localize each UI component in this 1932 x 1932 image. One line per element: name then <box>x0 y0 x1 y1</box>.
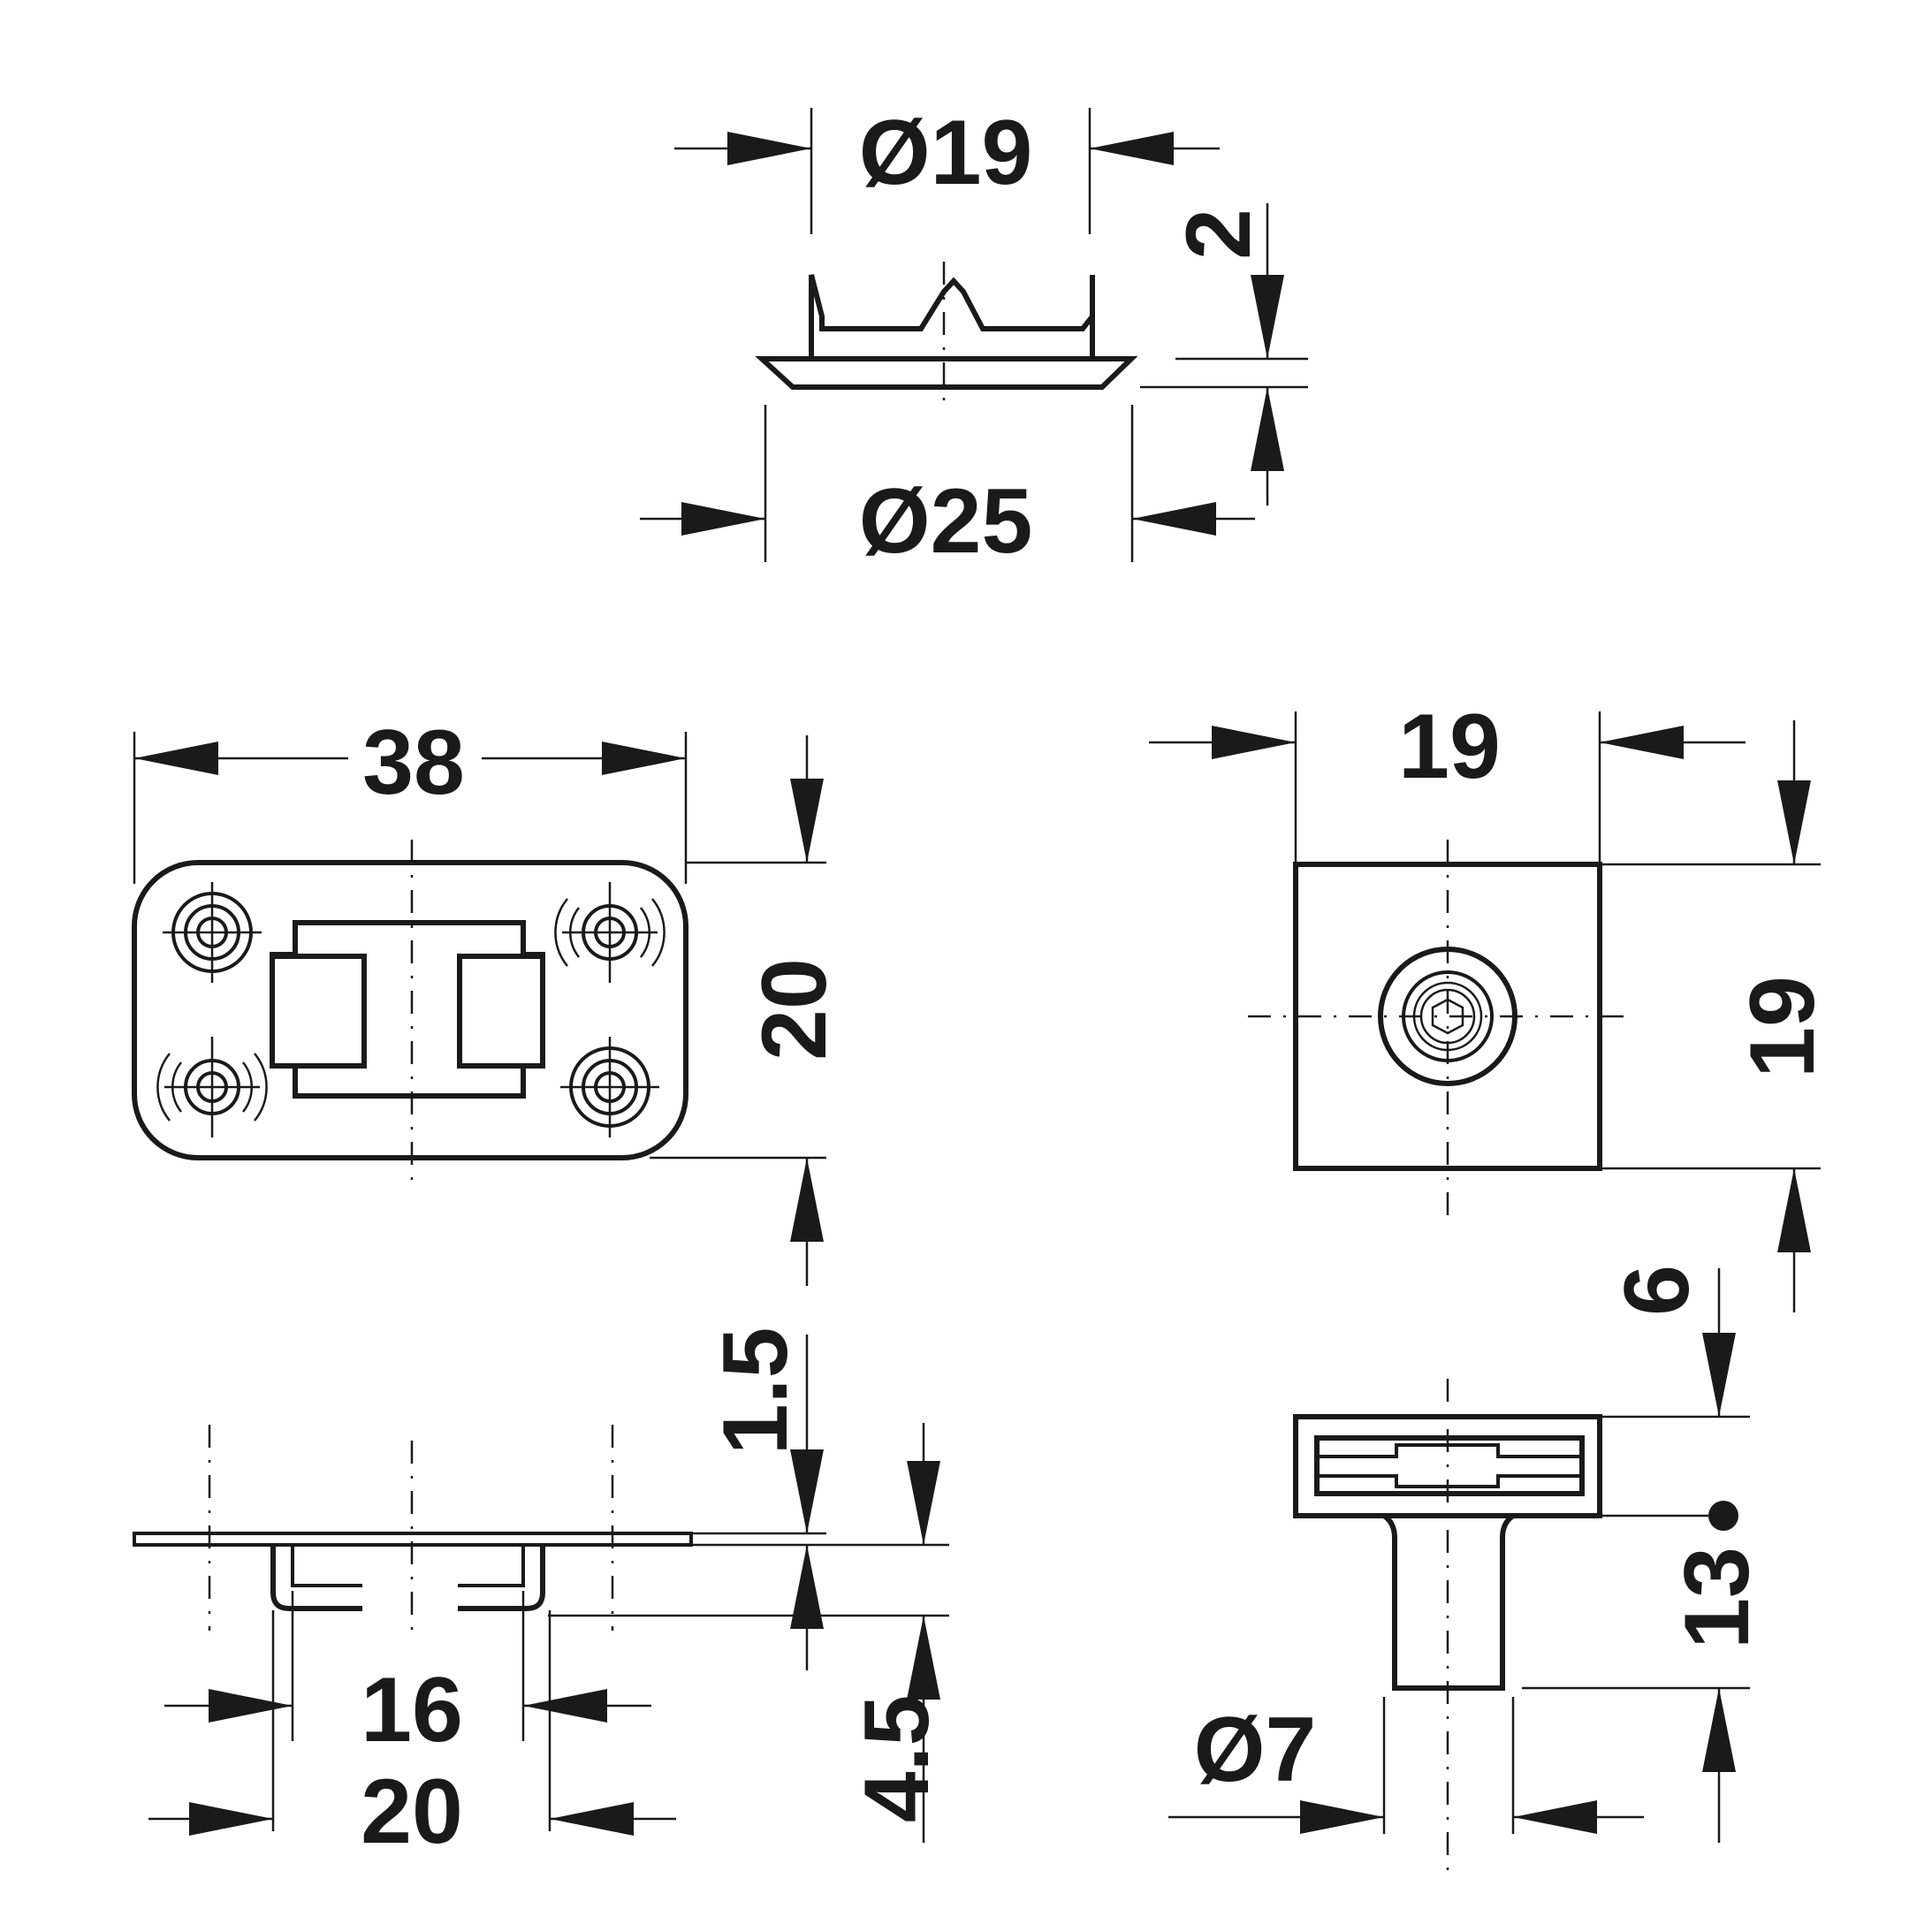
plate-outline <box>132 860 688 1160</box>
cap-outer-diameter-label: Ø25 <box>859 470 1033 573</box>
origin-dot <box>1708 1501 1738 1531</box>
plate-slot <box>270 920 545 1099</box>
screw-hole-bottom-left <box>156 1037 268 1137</box>
head-height-dimension: 6 <box>1600 1265 1750 1531</box>
pin-diameter-label: Ø7 <box>1194 1699 1317 1801</box>
slot-outer-dimension: 20 <box>148 1610 676 1863</box>
block-width-dimension: 19 <box>1149 696 1746 864</box>
total-height-label: 13 <box>1666 1547 1768 1649</box>
plate-right-tab <box>458 1545 545 1611</box>
plate-depth-label: 4.5 <box>846 1695 948 1823</box>
screw-hole-bottom-right <box>560 1037 659 1137</box>
head-height-label: 6 <box>1606 1265 1708 1316</box>
plate-length-dimension: 38 <box>133 711 688 884</box>
plate-depth-dimension: 4.5 <box>548 1423 949 1843</box>
plate-thickness-label: 1.5 <box>704 1327 807 1456</box>
plate-width-dimension: 20 <box>650 735 846 1286</box>
slot-inner-label: 16 <box>361 1659 463 1761</box>
block-height-dimension: 19 <box>1600 720 1834 1312</box>
cap-thickness-dimension: 2 <box>1140 203 1308 506</box>
slot-inner-dimension: 16 <box>164 1591 651 1761</box>
block-width-label: 19 <box>1398 696 1501 798</box>
cap-view: Ø19 Ø25 2 <box>640 102 1308 573</box>
screw-hole-top-left <box>163 882 262 983</box>
pin-diameter-dimension: Ø7 <box>1168 1697 1644 1834</box>
plate-thickness-dimension: 1.5 <box>691 1327 949 1670</box>
block-bore <box>1378 947 1517 1086</box>
total-height-dimension: 13 <box>1522 1547 1768 1843</box>
plate-length-label: 38 <box>362 711 465 814</box>
cap-thickness-label: 2 <box>1168 209 1270 260</box>
block-front-view: 19 19 <box>1149 696 1834 1312</box>
block-outline <box>1293 862 1602 1171</box>
cap-inner-diameter-label: Ø19 <box>859 102 1033 204</box>
cap-profile <box>755 262 1138 408</box>
block-side-view: 6 13 Ø7 <box>1168 1265 1768 1883</box>
slot-outer-label: 20 <box>361 1761 463 1863</box>
plate-width-label: 20 <box>743 958 846 1061</box>
plate-front-view: 38 20 <box>132 711 846 1286</box>
cap-outer-diameter-dimension: Ø25 <box>640 405 1255 573</box>
screw-hole-top-right <box>554 882 666 983</box>
cap-inner-diameter-dimension: Ø19 <box>674 102 1220 234</box>
block-height-label: 19 <box>1731 976 1834 1078</box>
plate-side-view: 1.5 4.5 16 20 <box>133 1327 949 1863</box>
plate-left-tab <box>270 1545 362 1611</box>
